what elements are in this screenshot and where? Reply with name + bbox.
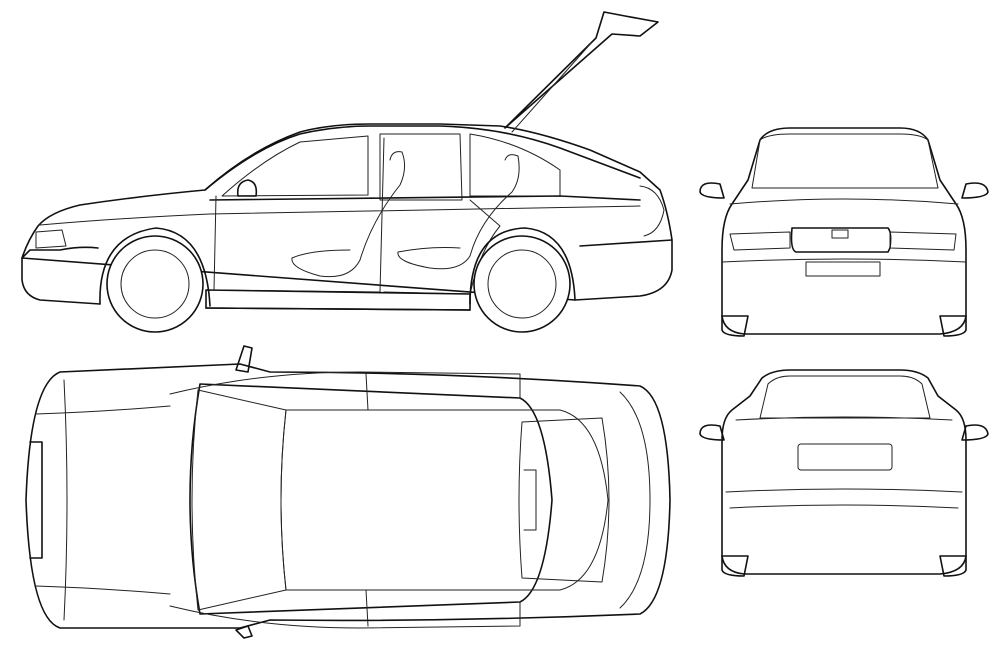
front-view bbox=[699, 127, 989, 337]
side-quarter-window bbox=[469, 133, 561, 197]
top-roof bbox=[280, 409, 609, 591]
front-body-outline bbox=[721, 127, 967, 335]
top-side-trim-lower bbox=[169, 601, 521, 629]
rear-view bbox=[699, 369, 989, 577]
front-badge bbox=[831, 229, 849, 239]
side-front-door bbox=[213, 137, 385, 293]
front-left-headlight bbox=[729, 231, 791, 251]
side-open-hatch bbox=[504, 11, 659, 129]
front-right-mirror bbox=[961, 182, 989, 199]
side-roofline bbox=[204, 125, 641, 191]
top-right-mirror bbox=[235, 625, 253, 639]
front-hood bbox=[729, 198, 959, 205]
side-hatch-edge bbox=[511, 41, 593, 133]
side-front-wheel-arch bbox=[99, 227, 211, 307]
rear-bumper-upper bbox=[725, 488, 963, 493]
front-right-tire bbox=[939, 315, 967, 337]
top-left-mirror bbox=[235, 345, 253, 373]
rear-window bbox=[759, 375, 931, 419]
front-left-tire bbox=[721, 315, 749, 337]
rear-left-tire bbox=[721, 555, 749, 577]
side-headlight bbox=[35, 229, 67, 249]
side-tail-lamp bbox=[639, 185, 665, 237]
side-rear-rim bbox=[487, 249, 557, 319]
rear-body-outline bbox=[721, 369, 967, 575]
side-front-bumper bbox=[21, 246, 99, 259]
rear-plate bbox=[797, 443, 893, 471]
front-right-headlight bbox=[889, 231, 957, 251]
top-door-line-2 bbox=[365, 589, 369, 627]
top-greenhouse bbox=[189, 383, 553, 615]
side-front-seat bbox=[291, 151, 406, 278]
front-bumper bbox=[721, 258, 967, 263]
top-body-outline bbox=[25, 363, 671, 629]
side-rear-wheel-arch bbox=[469, 227, 576, 305]
front-plate bbox=[805, 261, 881, 277]
top-hood-line-upper bbox=[35, 405, 171, 415]
top-hood-line-lower bbox=[35, 585, 171, 595]
front-left-mirror bbox=[699, 182, 725, 199]
top-door-line-1 bbox=[365, 373, 369, 411]
side-rear-bumper bbox=[579, 239, 673, 247]
top-front-fascia bbox=[29, 441, 43, 559]
top-windshield bbox=[191, 389, 287, 611]
top-rear-window-cutout bbox=[523, 469, 537, 531]
top-rear-window bbox=[518, 417, 610, 583]
side-view bbox=[21, 11, 673, 333]
top-side-trim-upper bbox=[169, 371, 521, 399]
side-front-rim bbox=[120, 249, 190, 319]
front-windshield bbox=[751, 133, 939, 189]
rear-left-mirror bbox=[699, 424, 725, 441]
side-beltline bbox=[209, 195, 641, 201]
rear-deck-line bbox=[735, 416, 953, 421]
side-mirror bbox=[236, 179, 258, 197]
side-sill bbox=[205, 289, 471, 311]
side-crease bbox=[39, 205, 641, 226]
top-hood-center bbox=[63, 379, 68, 621]
top-rear-deck bbox=[619, 391, 651, 609]
front-grille bbox=[790, 227, 892, 253]
rear-right-mirror bbox=[961, 424, 989, 441]
top-view bbox=[25, 345, 671, 639]
rear-bumper-lower bbox=[729, 504, 959, 509]
side-rear-window bbox=[379, 133, 463, 201]
side-rear-seat bbox=[397, 154, 520, 270]
side-window-outline bbox=[221, 135, 369, 197]
rear-right-tire bbox=[939, 555, 967, 577]
